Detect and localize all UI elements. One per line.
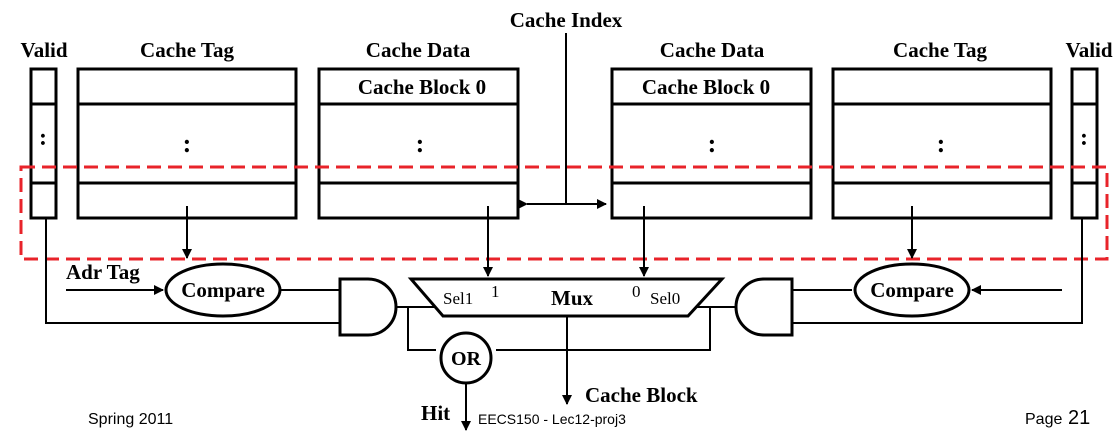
left-valid-ellipsis: : xyxy=(39,125,47,151)
right-valid-ellipsis: : xyxy=(1080,125,1088,151)
footer-page-prefix: Page xyxy=(1025,411,1062,428)
mux-input1-label: 1 xyxy=(491,282,500,301)
right-compare-label: Compare xyxy=(870,278,954,302)
selected-set-highlight xyxy=(19,165,1109,261)
mux-label: Mux xyxy=(551,286,594,310)
right-valid-to-and-wire xyxy=(792,218,1083,324)
mux-sel1-label: Sel1 xyxy=(443,289,473,308)
left-data-ellipsis: : xyxy=(416,129,425,158)
left-cache-block-0-label: Cache Block 0 xyxy=(358,75,486,99)
cache-block-output-label: Cache Block xyxy=(585,383,698,407)
left-compare-label: Compare xyxy=(181,278,265,302)
left-cache-tag-label: Cache Tag xyxy=(140,38,234,62)
right-cache-data-label: Cache Data xyxy=(660,38,765,62)
mux-input0-label: 0 xyxy=(632,282,641,301)
footer-course-term: Spring 2011 xyxy=(88,411,173,428)
right-valid-label: Valid xyxy=(1065,38,1112,62)
mux xyxy=(407,277,726,318)
left-and-gate xyxy=(338,277,398,337)
right-cache-tag-label: Cache Tag xyxy=(893,38,987,62)
cache-index-title: Cache Index xyxy=(510,8,623,32)
left-valid-to-and-wire xyxy=(45,218,340,324)
hit-label: Hit xyxy=(421,401,450,425)
right-cache-data-array xyxy=(610,67,813,220)
right-and-gate xyxy=(734,277,794,337)
left-cache-data-label: Cache Data xyxy=(366,38,471,62)
right-compare-unit xyxy=(853,262,971,318)
or-label: OR xyxy=(451,348,482,370)
left-and-to-or-wire xyxy=(407,307,436,351)
right-data-ellipsis: : xyxy=(708,129,717,158)
right-tag-ellipsis: : xyxy=(937,129,946,158)
footer-lecture-title: EECS150 - Lec12-proj3 xyxy=(478,411,626,427)
right-cache-tag-array xyxy=(831,67,1053,220)
left-valid-array xyxy=(29,67,58,220)
adr-tag-label: Adr Tag xyxy=(66,260,140,284)
footer-page-number: 21 xyxy=(1068,407,1090,429)
left-tag-ellipsis: : xyxy=(183,129,192,158)
left-cache-data-array xyxy=(317,67,520,220)
right-cache-block-0-label: Cache Block 0 xyxy=(642,75,770,99)
mux-sel0-label: Sel0 xyxy=(650,289,680,308)
right-valid-array xyxy=(1070,67,1099,220)
left-valid-label: Valid xyxy=(20,38,67,62)
